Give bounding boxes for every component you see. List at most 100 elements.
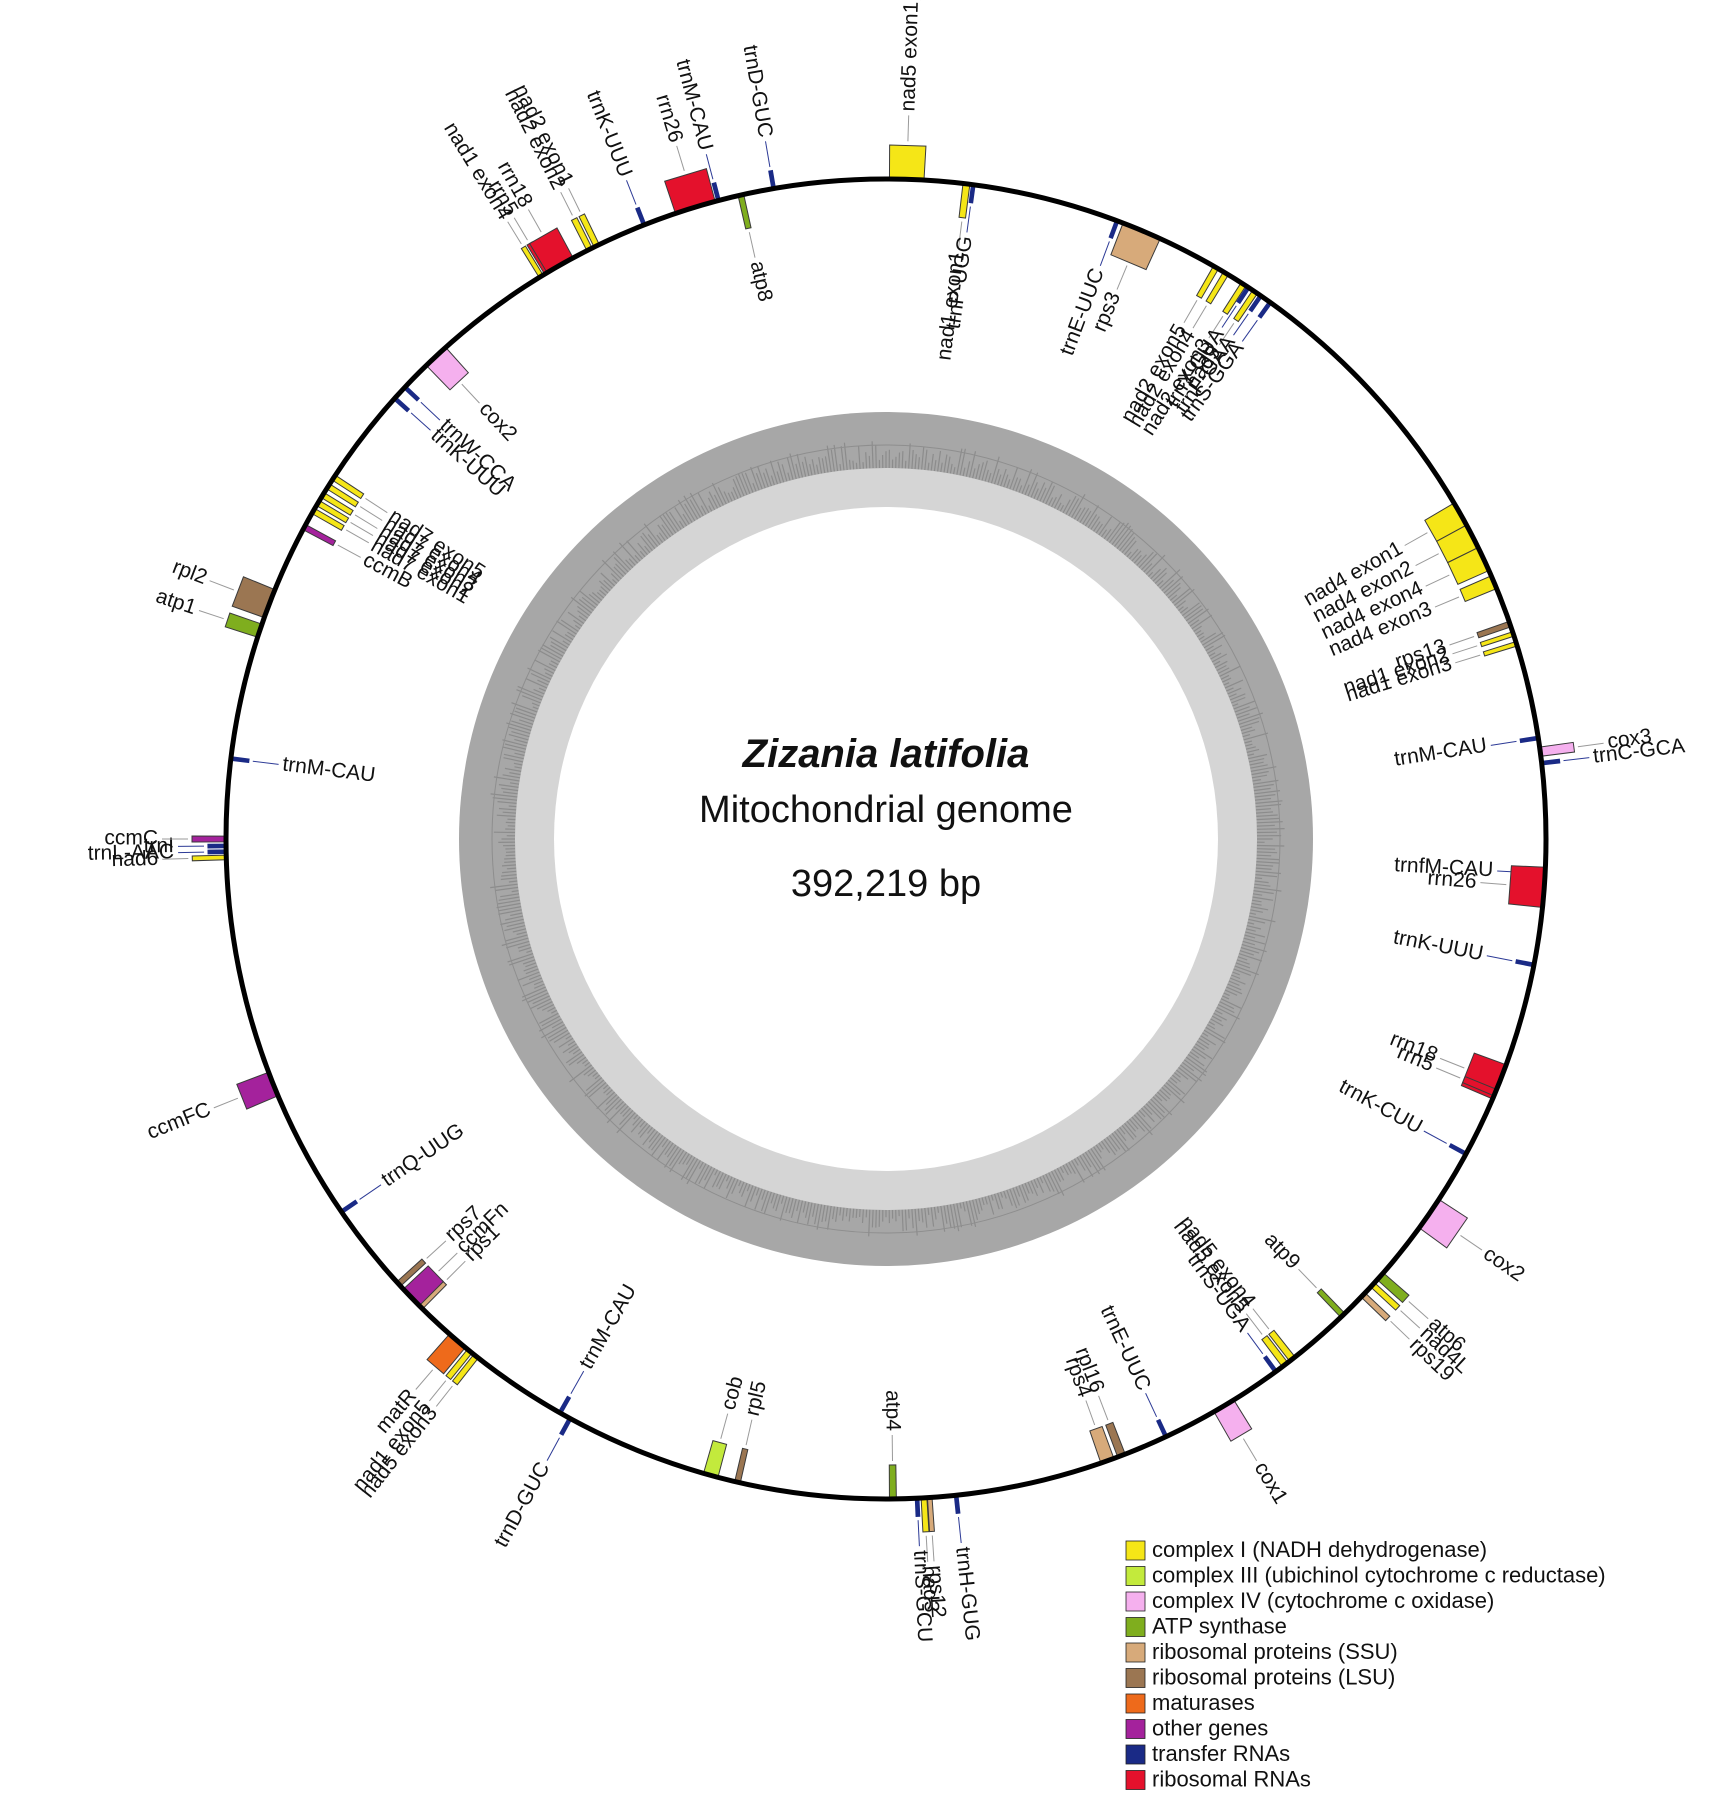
gene-label-20: trnM-CAU [1393,734,1489,771]
gene-label-43: nad3 [917,1565,943,1613]
gene-leader-34 [1252,1308,1270,1330]
gene-label-49: trnM-CAU [575,1280,641,1373]
gene-leader-3 [966,206,971,233]
legend-swatch-complex4 [1125,1591,1146,1612]
gene-leader-83 [765,141,771,168]
legend-label-other: other genes [1152,1715,1268,1740]
gene-leader-75 [513,217,528,241]
gene-leader-41 [958,1517,962,1544]
gene-leader-32 [1390,1320,1410,1340]
legend-label-complex1: complex I (NADH dehydrogenase) [1152,1537,1487,1562]
gene-leader-66 [345,529,370,544]
legend-swatch-complex3 [1125,1566,1146,1586]
gene-block-65 [302,523,337,547]
legend-swatch-other [1125,1719,1146,1739]
gene-label-37: cox1 [1250,1458,1292,1508]
gene-leader-68 [354,514,378,529]
gene-leader-51 [429,1380,447,1402]
gene-leader-14 [1415,553,1439,567]
legend-swatch-mat [1125,1693,1146,1714]
gene-leader-82 [748,232,756,258]
gene-block-33 [1316,1288,1346,1319]
gene-leader-26 [1439,1057,1465,1069]
gene-label-42: rps12 [924,1565,950,1619]
gene-leader-73 [461,383,480,404]
gene-block-59 [207,849,227,855]
gene-label-62: trnM-CAU [281,753,376,787]
species-name: Zizania latifolia [742,732,1030,776]
gc-inner-disk [554,507,1218,1171]
gene-leader-19 [1455,654,1481,664]
gene-label-29: cox2 [1479,1242,1529,1286]
gene-leader-74 [507,221,522,245]
gene-leader-46 [745,1419,753,1446]
gene-leader-40 [1085,1400,1096,1426]
gene-leader-28 [1423,1130,1447,1144]
legend-label-mat: maturases [1152,1690,1255,1715]
gene-label-48: trnD-GUC [490,1458,555,1551]
gene-block-73 [425,346,470,391]
gene-leader-76 [527,209,542,233]
gene-leader-15 [1425,574,1450,587]
legend-swatch-rrna [1125,1770,1146,1790]
gene-leader-12 [1241,319,1258,342]
gene-leader-50 [435,1385,453,1407]
gene-label-22: trnC-GCA [1592,734,1686,767]
gc-midline [491,444,1281,1234]
genome-subtitle: Mitochondrial genome [699,789,1073,831]
gene-leader-10 [1218,323,1235,346]
gene-label-28: trnK-CUU [1335,1075,1426,1139]
legend-swatch-atp [1125,1617,1146,1637]
gene-leader-39 [1098,1395,1109,1421]
gene-leader-53 [446,1260,466,1280]
gene-leader-69 [359,506,383,521]
gene-leader-49 [570,1370,585,1394]
legend-label-trna: transfer RNAs [1152,1741,1290,1766]
gene-label-33: atp9 [1260,1228,1305,1273]
gene-block-61 [191,835,227,843]
gene-label-61: ccmC [104,827,158,850]
gene-label-24: rrn26 [1427,866,1478,893]
gene-leader-27 [1436,1067,1461,1079]
gene-leader-8 [1208,315,1224,339]
legend-label-ssu: ribosomal proteins (SSU) [1152,1639,1398,1664]
gene-leader-62 [252,760,279,765]
gene-block-1 [888,144,927,181]
gene-leader-7 [1192,305,1207,329]
legend-swatch-ssu [1125,1642,1146,1663]
gene-block-45 [888,1464,897,1500]
gene-leader-42 [931,1535,935,1562]
gene-leader-16 [1434,596,1460,608]
gene-leader-78 [568,188,581,212]
gene-label-59: trnL-AAC [88,840,175,865]
gene-leader-79 [626,180,637,205]
gene-leader-21 [1577,742,1604,748]
gene-leader-59 [178,851,205,854]
gene-leader-64 [209,580,235,591]
gene-leader-25 [1486,955,1513,962]
gene-leader-72 [420,401,441,421]
gene-leader-9 [1221,305,1237,328]
gene-leader-11 [1233,313,1249,336]
gc-content-track [490,441,1285,1237]
gene-leader-48 [546,1437,560,1461]
gene-block-21 [1539,741,1576,757]
gene-leader-71 [410,412,431,431]
gene-leader-36 [1247,1332,1264,1355]
gene-leader-65 [337,544,361,558]
genome-size: 392,219 bp [791,863,981,905]
gene-leader-55 [426,1240,447,1259]
gene-label-45: atp4 [881,1390,904,1431]
gene-leader-67 [350,521,374,537]
legend-swatch-lsu [1125,1668,1146,1688]
gene-block-46 [734,1447,749,1484]
gene-leader-13 [1404,532,1428,546]
gene-label-1: nad5 exon1, nad5 exon2 [896,0,926,112]
gene-label-83: trnD-GUC [739,43,778,139]
gene-leader-29 [1460,1234,1483,1251]
gene-leader-47 [720,1413,729,1439]
gene-leader-4 [1099,241,1110,266]
legend-label-lsu: ribosomal proteins (LSU) [1152,1664,1395,1689]
gene-label-79: trnK-UUU [582,87,637,180]
gene-leader-63 [198,610,224,620]
